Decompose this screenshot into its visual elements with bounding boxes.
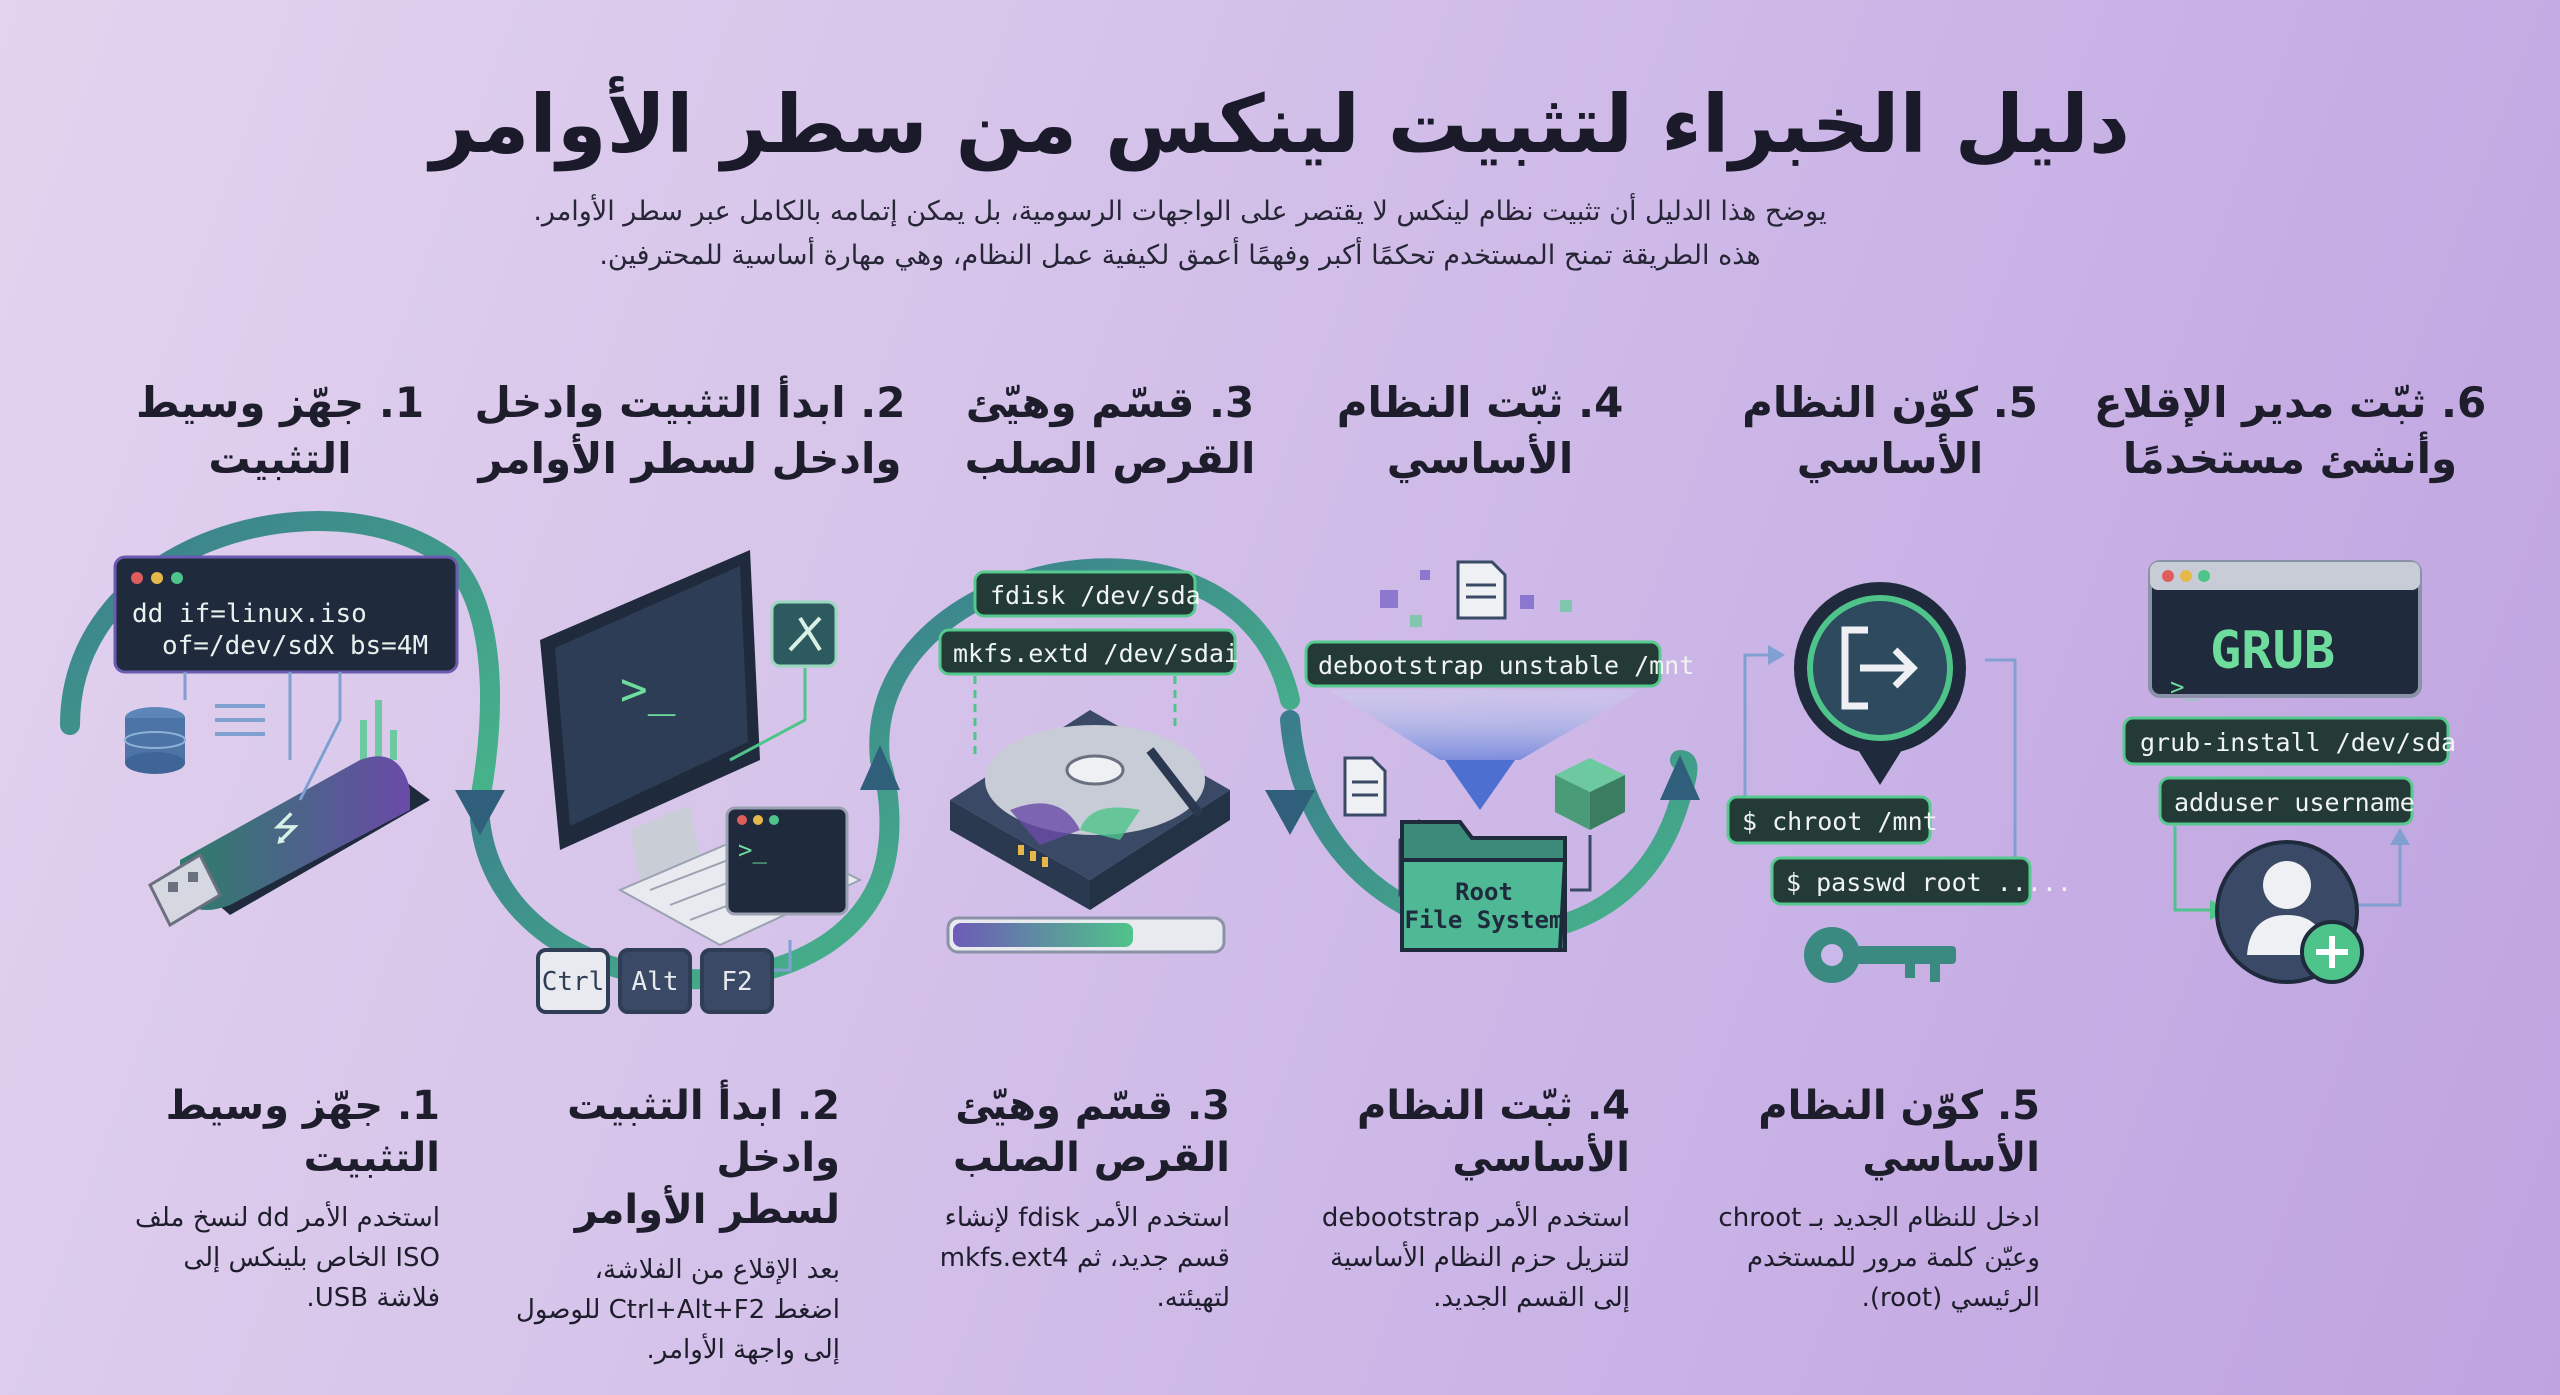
tool-icon <box>788 616 822 652</box>
step-1-connector-lines <box>183 672 342 801</box>
usb-drive-icon: ⭍ <box>148 756 430 928</box>
step-5-illustration: $ chroot /mnt $ passwd root ..... <box>1726 582 2072 983</box>
arrowhead-down-3 <box>1265 790 1315 835</box>
intro-line-1: يوضح هذا الدليل أن تثبيت نظام لينكس لا ي… <box>533 196 1827 227</box>
grub-prompt: >_ <box>2170 673 2199 701</box>
passwd-command: $ passwd root ..... <box>1786 868 2072 897</box>
folder-label-line-2: File System <box>1405 906 1564 934</box>
step-6-illustration: GRUB >_ grub-install /dev/sda adduser us… <box>2122 560 2456 984</box>
step-3-illustration: fdisk /dev/sda mkfs.extd /dev/sdai <box>938 570 1239 954</box>
window-close-dot <box>131 572 143 584</box>
page-title: دليل الخبراء لتثبيت لينكس من سطر الأوامر <box>430 78 2130 171</box>
monitor-stand <box>630 805 700 880</box>
folder-label-line-1: Root <box>1455 878 1513 906</box>
arrowhead-up-4 <box>1660 755 1700 800</box>
arrowhead-down-1 <box>455 790 505 835</box>
step-4-illustration: debootstrap unstable /mnt Root File Syst… <box>1304 560 1694 952</box>
intro-line-2: هذه الطريقة تمنح المستخدم تحكمًا أكبر وف… <box>599 240 1761 271</box>
terminal-window-2 <box>725 806 849 916</box>
passwd-pill <box>1770 856 2032 906</box>
key-ctrl-label: Ctrl <box>542 967 605 997</box>
add-user-icon <box>2215 840 2364 984</box>
page-icon <box>1343 756 1387 817</box>
window-max-dot <box>171 572 183 584</box>
key-icon <box>1804 927 1956 983</box>
usb-symbol: ⭍ <box>272 809 300 849</box>
disk-arm <box>1146 747 1204 818</box>
mkfs-pill <box>938 628 1237 676</box>
file-document-icon <box>1456 560 1507 620</box>
arrowhead-up-2 <box>860 745 900 790</box>
step-1-illustration: dd if=linux.iso of=/dev/sdX bs=4M ⭍ <box>113 555 459 928</box>
package-box-icon <box>1555 758 1625 830</box>
keyboard-keys: Ctrl Alt F2 <box>536 948 774 1014</box>
signal-bars-icon <box>360 700 397 760</box>
key-f2-label: F2 <box>721 967 752 997</box>
window-min-dot <box>151 572 163 584</box>
fdisk-command: fdisk /dev/sda <box>990 581 1201 610</box>
download-funnel <box>1330 690 1640 760</box>
monitor-prompt: >_ <box>620 662 676 716</box>
grub-install-command: grub-install /dev/sda <box>2140 728 2456 757</box>
key-ctrl <box>536 948 610 1014</box>
key-alt-label: Alt <box>632 967 679 997</box>
progress-fill <box>953 923 1133 947</box>
chroot-command: $ chroot /mnt <box>1742 807 1938 836</box>
key-alt <box>618 948 692 1014</box>
terminal-window-1 <box>113 555 459 674</box>
funnel-arrow <box>1445 760 1515 810</box>
fdisk-pill <box>973 570 1197 618</box>
key-f2 <box>700 948 774 1014</box>
adduser-command: adduser username <box>2174 788 2415 817</box>
step-2-illustration: >_ >_ Ctrl Alt F2 <box>536 550 863 1014</box>
database-icon <box>124 707 186 774</box>
sign-in-icon <box>1841 626 1918 710</box>
grub-screen-text: GRUB <box>2210 621 2335 681</box>
terminal-2-prompt: >_ <box>738 836 767 864</box>
flow-arrowheads <box>455 745 1700 835</box>
dd-command-line-2: of=/dev/sdX bs=4M <box>162 631 428 661</box>
dd-command-line-1: dd if=linux.iso <box>132 599 367 629</box>
document-lines-icon <box>215 704 265 736</box>
mkfs-command: mkfs.extd /dev/sdai <box>953 639 1239 668</box>
adduser-pill <box>2158 776 2414 826</box>
root-folder-icon: Root File System <box>1400 820 1568 952</box>
debootstrap-command: debootstrap unstable /mnt <box>1318 651 1694 680</box>
grub-install-pill <box>2122 716 2450 766</box>
chroot-pill <box>1726 795 1932 845</box>
arc-2 <box>470 750 900 990</box>
debootstrap-pill <box>1304 640 1662 688</box>
step-2-description: بعد الإقلاع من الفلاشة،اضغط Ctrl+Alt+F2 … <box>516 1255 840 1365</box>
